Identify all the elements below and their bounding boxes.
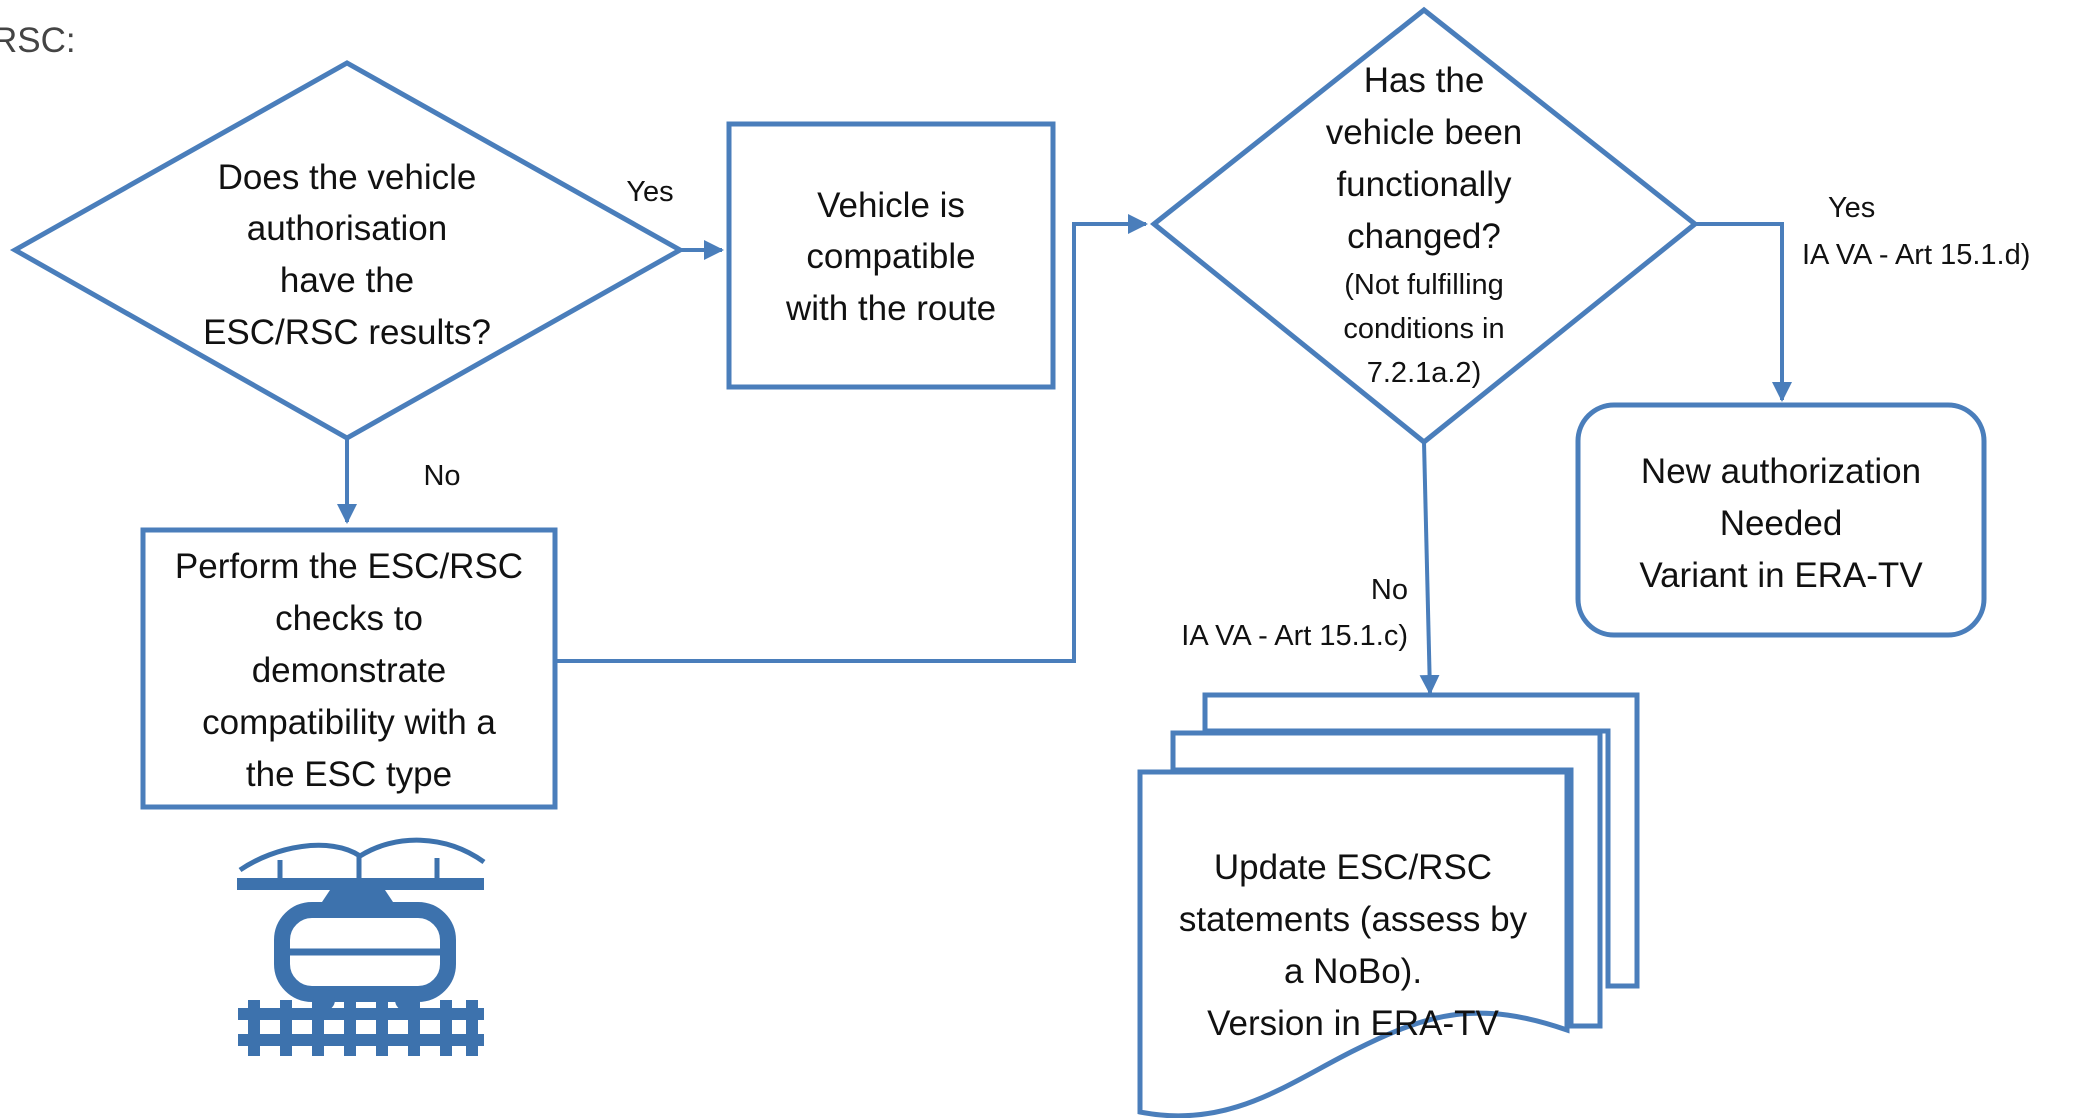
new-auth-line-3: Variant in ERA-TV <box>1639 556 1923 595</box>
decision-esc-line-3: have the <box>280 261 414 300</box>
label-changed-no-article: IA VA - Art 15.1.c) <box>1181 620 1408 652</box>
label-esc-yes: Yes <box>626 176 673 208</box>
process-perform-checks: Perform the ESC/RSC checks to demonstrat… <box>140 527 558 810</box>
compatible-line-2: compatible <box>806 237 975 276</box>
perform-line-3: demonstrate <box>252 651 447 690</box>
update-line-2: statements (assess by <box>1179 900 1528 939</box>
decision-esc-line-4: ESC/RSC results? <box>203 313 491 352</box>
changed-line-4: changed? <box>1347 217 1501 256</box>
update-statements-documents: Update ESC/RSC statements (assess by a N… <box>1137 692 1640 1118</box>
label-changed-yes-article: IA VA - Art 15.1.d) <box>1802 239 2030 271</box>
changed-sub-line-2: conditions in <box>1343 313 1504 345</box>
process-compatible: Vehicle is compatible with the route <box>726 121 1056 390</box>
edge-perform-to-changed <box>555 214 1148 663</box>
perform-line-2: checks to <box>275 599 423 638</box>
compatible-line-1: Vehicle is <box>817 186 965 225</box>
electric-train-icon <box>237 837 486 1056</box>
perform-line-1: Perform the ESC/RSC <box>175 547 523 586</box>
edge-changed-yes <box>1695 222 1792 402</box>
compatible-line-3: with the route <box>785 289 996 328</box>
connectors <box>337 214 1792 695</box>
update-line-3: a NoBo). <box>1284 952 1422 991</box>
label-changed-yes: Yes <box>1828 192 1875 224</box>
header-fragment: RSC: <box>0 21 76 60</box>
decision-esc-line-2: authorisation <box>247 209 447 248</box>
perform-line-4: compatibility with a <box>202 703 496 742</box>
decision-esc-results: Does the vehicle authorisation have the … <box>9 60 686 441</box>
changed-sub-line-1: (Not fulfilling <box>1344 269 1504 301</box>
perform-line-5: the ESC type <box>246 755 452 794</box>
edge-labels: Yes No Yes IA VA - Art 15.1.d) No IA VA … <box>423 176 2030 652</box>
changed-sub-line-3: 7.2.1a.2) <box>1367 357 1481 389</box>
new-auth-line-2: Needed <box>1720 504 1843 543</box>
decision-functionally-changed: Has the vehicle been functionally change… <box>1149 6 1700 446</box>
decision-esc-line-1: Does the vehicle <box>218 158 477 197</box>
new-authorization-box: New authorization Needed Variant in ERA-… <box>1575 402 1987 638</box>
update-line-4: Version in ERA-TV <box>1207 1004 1499 1043</box>
edge-changed-no <box>1419 441 1440 695</box>
changed-line-3: functionally <box>1336 165 1512 204</box>
update-line-1: Update ESC/RSC <box>1214 848 1492 887</box>
changed-line-1: Has the <box>1364 61 1485 100</box>
label-esc-no: No <box>423 460 460 492</box>
changed-line-2: vehicle been <box>1326 113 1523 152</box>
label-changed-no: No <box>1371 574 1408 606</box>
new-auth-line-1: New authorization <box>1641 452 1921 491</box>
document-front <box>1137 769 1570 1118</box>
